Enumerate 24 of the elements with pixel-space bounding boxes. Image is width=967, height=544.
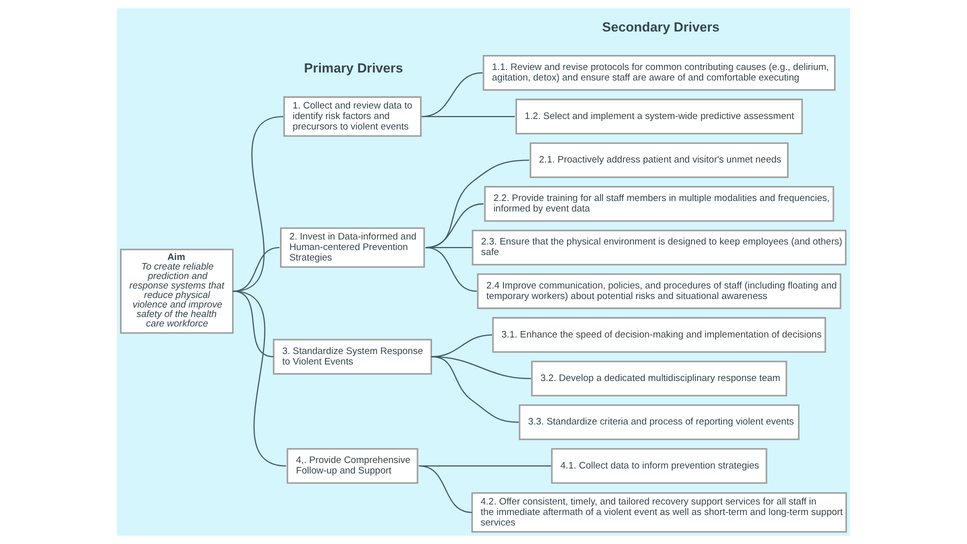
node-box: 1. Collect and review data to identify risk factors and precursors to violent events bbox=[283, 96, 422, 137]
node-box: 3.2. Develop a dedicated multidisciplinary response team bbox=[531, 360, 788, 396]
connector bbox=[431, 356, 531, 380]
connector bbox=[232, 290, 286, 466]
connector bbox=[426, 246, 477, 292]
node-box: 3.3. Standardize criteria and process of reporting violent events bbox=[518, 404, 800, 440]
node-box: 2. Invest in Data-informed and Human-centered Prevention Strategies bbox=[280, 227, 425, 268]
node-box: 3. Standardize System Response to Violent Events bbox=[272, 338, 432, 375]
node-box: 4,. Provide Comprehensive Follow-up and Support bbox=[286, 448, 418, 484]
node-box: 4.1. Collect data to inform prevention strategies bbox=[551, 448, 768, 484]
node-box: Aim To create reliable prediction and response systems that reduce physical violence and improve safety of the health care workforce bbox=[120, 248, 234, 334]
label: Primary Drivers bbox=[304, 60, 403, 76]
node-box: 2.3. Ensure that the physical environment is designed to keep employees (and others) safe bbox=[472, 230, 846, 266]
node-box: 2.2. Provide training for all staff members in multiple modalities and frequencies, informed by event data bbox=[484, 186, 834, 222]
node-box: 4.2. Offer consistent, timely, and tailored recovery support services for all staff in the immediate aftermath of a violent event as well as short-term and long-term support services bbox=[471, 492, 847, 533]
node-box: 2.1. Proactively address patient and visitor's unmet needs bbox=[530, 142, 789, 178]
node-box: 3.1. Enhance the speed of decision-making and implementation of decisions bbox=[492, 317, 826, 353]
connector bbox=[418, 465, 472, 514]
label: Secondary Drivers bbox=[602, 20, 720, 35]
connector bbox=[431, 356, 519, 423]
connector bbox=[422, 116, 515, 118]
node-box: 1.1. Review and revise protocols for common contributing causes (e.g., delirium, agitation, detox) and ensure staff are aware of and comfortable executing bbox=[482, 55, 836, 91]
node-box: 1.2. Select and implement a system-wide predictive assessment bbox=[516, 98, 803, 134]
node-box: 2.4 Improve communication, policies, and procedures of staff (including floating and temporary workers) about potential risks and situational awareness bbox=[477, 273, 842, 310]
